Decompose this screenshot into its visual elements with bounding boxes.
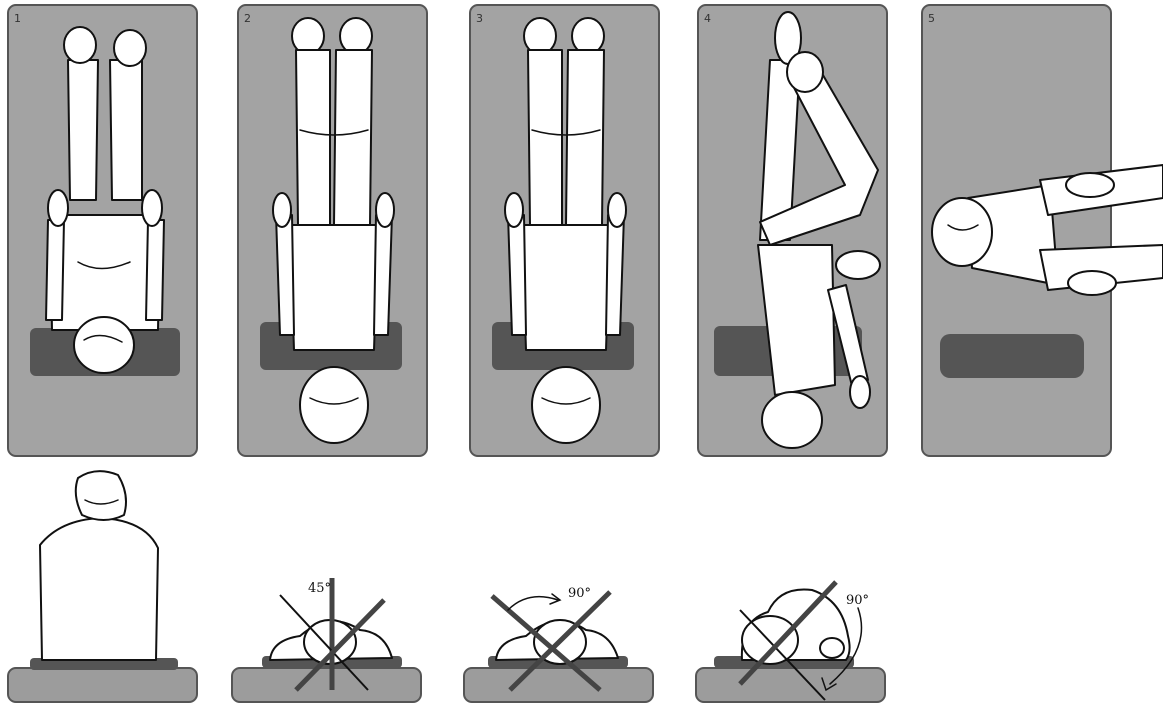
person-legs-3 <box>528 50 562 225</box>
person-hands-3 <box>505 193 523 227</box>
seated-person-body <box>40 518 158 660</box>
person-head-3 <box>532 367 600 443</box>
person-hands-4 <box>850 376 870 408</box>
person-head-4 <box>762 392 822 448</box>
person-legs-1 <box>68 60 98 200</box>
person-torso-3 <box>522 225 610 350</box>
pillow-5 <box>940 334 1084 378</box>
angle-label-2: 45° <box>308 581 331 596</box>
platform-1 <box>8 668 197 702</box>
panel-number-1: 1 <box>14 12 21 25</box>
panel-number-2: 2 <box>244 12 251 25</box>
platform-4 <box>696 668 885 702</box>
panel-2: 2 <box>238 5 427 456</box>
person-hands-5 <box>1066 173 1114 197</box>
person-legs-2 <box>296 50 330 225</box>
person-torso-1 <box>50 215 160 330</box>
side-view-4: 90° <box>696 582 885 702</box>
person-head-5 <box>932 198 992 266</box>
side-view-1 <box>8 471 197 702</box>
panel-3: 3 <box>470 5 659 456</box>
person-torso-2 <box>290 225 378 350</box>
person-head-2 <box>300 367 368 443</box>
platform-2 <box>232 668 421 702</box>
panel-number-4: 4 <box>704 12 711 25</box>
angle-label-3: 90° <box>568 586 591 601</box>
side-view-3: 90° <box>464 586 653 702</box>
panel-1: 1 <box>8 5 197 456</box>
person-head-1 <box>74 317 134 373</box>
person-hands-1 <box>48 190 68 226</box>
panel-4: 4 <box>698 5 887 456</box>
panel-number-3: 3 <box>476 12 483 25</box>
side-view-2: 45° <box>232 578 421 702</box>
angle-label-4: 90° <box>846 593 869 608</box>
panel-number-5: 5 <box>928 12 935 25</box>
person-feet-3 <box>524 18 556 54</box>
person-hands-2 <box>273 193 291 227</box>
platform-3 <box>464 668 653 702</box>
person-feet-2 <box>292 18 324 54</box>
person-feet-1 <box>64 27 96 63</box>
panel-5: 5 <box>922 5 1163 456</box>
